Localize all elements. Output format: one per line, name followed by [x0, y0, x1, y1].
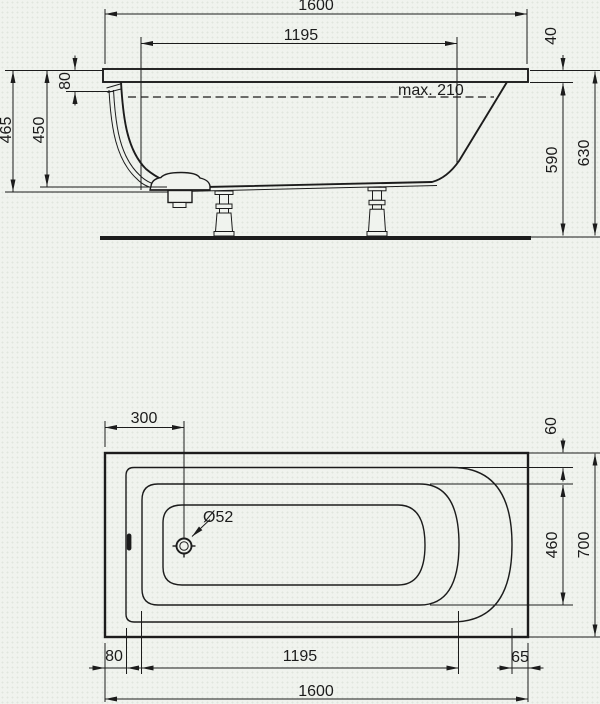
dim-label-side-465: 465: [0, 117, 15, 144]
dim-side-overall-length: 1600: [104, 0, 528, 64]
dim-label-side-80: 80: [57, 72, 74, 90]
dim-label-side-1600: 1600: [298, 0, 334, 14]
max-water-depth-label: max. 210: [398, 82, 464, 99]
dim-side-right-heights: 40 590 630: [530, 27, 600, 236]
dim-label-plan-700: 700: [576, 532, 593, 559]
tub-opening-edge: [141, 483, 460, 606]
dim-label-drain-diameter: Ø52: [203, 509, 233, 526]
plan-view: Ø52 300 60 460 700: [89, 410, 600, 702]
dim-label-side-1195: 1195: [284, 27, 319, 44]
adjustable-foot-right: [366, 186, 388, 237]
drain-diameter-callout: Ø52: [191, 509, 233, 537]
dim-label-plan-65: 65: [511, 649, 529, 666]
dim-side-left-heights: 465 450 80: [0, 55, 168, 193]
dim-side-inner-length: 1195: [140, 27, 458, 190]
overflow-elbow: [106, 83, 123, 89]
dim-plan-bottom: 80 1195 65 1600: [89, 611, 544, 702]
waste-fitting: [149, 171, 211, 208]
dim-label-plan-1600: 1600: [298, 683, 334, 700]
adjustable-foot-left: [213, 190, 235, 237]
overflow-slot: [126, 533, 132, 551]
dim-label-side-630: 630: [576, 140, 593, 167]
drain-outlet: [172, 537, 196, 558]
dim-label-plan-60: 60: [543, 417, 560, 435]
side-view: max. 210 1600 1195 465 450 80: [0, 0, 600, 240]
tub-rim-section: [102, 68, 529, 83]
dim-label-plan-300: 300: [131, 410, 158, 427]
dim-plan-inner-width: 460: [430, 483, 573, 606]
tub-outer-edge: [103, 451, 530, 639]
overflow-pipe: [106, 83, 169, 190]
dim-label-plan-1195: 1195: [283, 648, 318, 665]
dim-label-plan-80: 80: [105, 648, 123, 665]
dim-label-side-590: 590: [544, 147, 561, 174]
dim-plan-overall-width: 700: [529, 453, 600, 638]
tub-rim-inner-edge: [125, 466, 513, 623]
dim-plan-top-inset: 60: [452, 417, 600, 482]
dim-label-plan-460: 460: [544, 532, 561, 559]
dim-label-side-40: 40: [543, 27, 560, 45]
dim-label-side-450: 450: [31, 117, 48, 144]
tub-bottom-and-right-wall: [181, 81, 508, 189]
dim-plan-drain-position: 300: [104, 410, 185, 539]
